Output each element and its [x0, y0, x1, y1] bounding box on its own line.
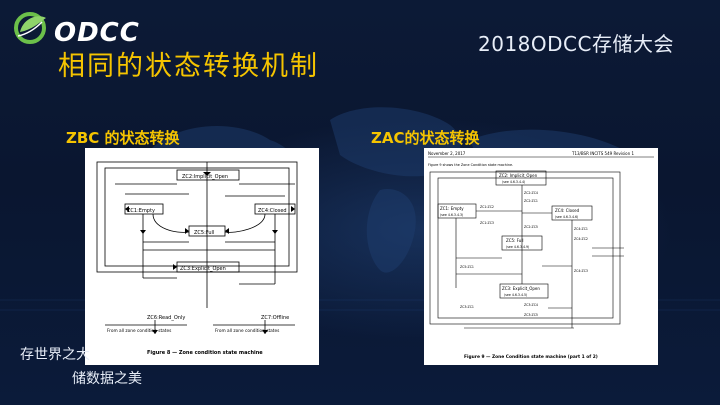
odcc-logo: ODCC — [10, 10, 140, 48]
zbc-state-zc7: ZC7:Offline — [261, 315, 289, 321]
zac-header-right: T13/BSR INCITS 549 Revision 1 — [571, 151, 634, 156]
zbc-state-zc5: ZC5:Full — [194, 230, 214, 236]
zbc-state-zc4: ZC4:Closed — [258, 208, 287, 214]
zac-transition-label: ZC4:ZC3 — [574, 269, 588, 273]
zac-state-zc2-ref: (see 4.6.3.4.4) — [502, 180, 525, 184]
zac-transition-label: ZC1:ZC3 — [480, 221, 494, 225]
slide-title: 相同的状态转换机制 — [58, 51, 319, 82]
zbc-state-zc3: ZC3:Explicit_Open — [180, 266, 226, 272]
zac-state-diagram: November 2, 2017 T13/BSR INCITS 549 Revi… — [424, 148, 658, 365]
slogan-line-1: 存世界之大 — [20, 347, 90, 363]
zac-state-zc4-ref: (see 4.6.3.4.6) — [555, 215, 578, 219]
slogan-line-2: 储数据之美 — [72, 371, 142, 387]
zbc-state-diagram: ZC2:Implicit_Open ZC1:Empty ZC4:Closed Z… — [85, 148, 319, 365]
zac-state-zc5-ref: (see 4.6.3.4.9) — [506, 245, 529, 249]
zac-state-zc2: ZC2: Implicit_Open — [499, 173, 538, 178]
zac-transition-label: ZC2:ZC4 — [524, 191, 538, 195]
zbc-note-2: From all zone condition states — [215, 328, 280, 334]
logo-text: ODCC — [54, 18, 140, 48]
zac-transition-label: ZC3:ZC1 — [460, 305, 474, 309]
zbc-section-label: ZBC 的状态转换 — [66, 129, 180, 147]
zac-transition-label: ZC4:ZC2 — [574, 237, 588, 241]
zac-caption: Figure 9 — Zone Condition state machine … — [464, 354, 598, 360]
zac-state-zc3: ZC3: Explicit_Open — [502, 286, 540, 291]
zbc-state-zc1: ZC1:Empty — [127, 208, 155, 214]
zbc-state-zc6: ZC6:Read_Only — [147, 315, 185, 321]
zbc-state-zc2: ZC2:Implicit_Open — [182, 174, 228, 180]
zac-intro: Figure 9 shows the Zone Condition state … — [428, 163, 513, 167]
zac-header-left: November 2, 2017 — [428, 151, 466, 156]
leaf-logo-icon — [14, 12, 46, 44]
zac-state-zc1-ref: (see 4.6.3.4.3) — [440, 213, 463, 217]
zbc-caption: Figure 8 — Zone condition state machine — [147, 350, 263, 356]
zac-transition-label: ZC5:ZC1 — [460, 265, 474, 269]
zac-section-label: ZAC的状态转换 — [371, 129, 480, 147]
zac-state-zc5: ZC5: Full — [506, 238, 524, 243]
zac-transition-label: ZC2:ZC1 — [524, 199, 538, 203]
zac-transition-label: ZC4:ZC1 — [574, 227, 588, 231]
conference-title: 2018ODCC存储大会 — [478, 32, 674, 56]
zac-state-zc3-ref: (see 4.6.3.4.5) — [504, 293, 527, 297]
zac-transition-label: ZC2:ZC5 — [524, 225, 538, 229]
zbc-note-1: From all zone condition states — [107, 328, 172, 334]
zac-state-zc4: ZC4: Closed — [555, 208, 580, 213]
zac-transition-label: ZC3:ZC5 — [524, 313, 538, 317]
zac-transition-label: ZC3:ZC4 — [524, 303, 538, 307]
zac-state-zc1: ZC1: Empty — [440, 206, 464, 211]
zac-transition-label: ZC1:ZC2 — [480, 205, 494, 209]
